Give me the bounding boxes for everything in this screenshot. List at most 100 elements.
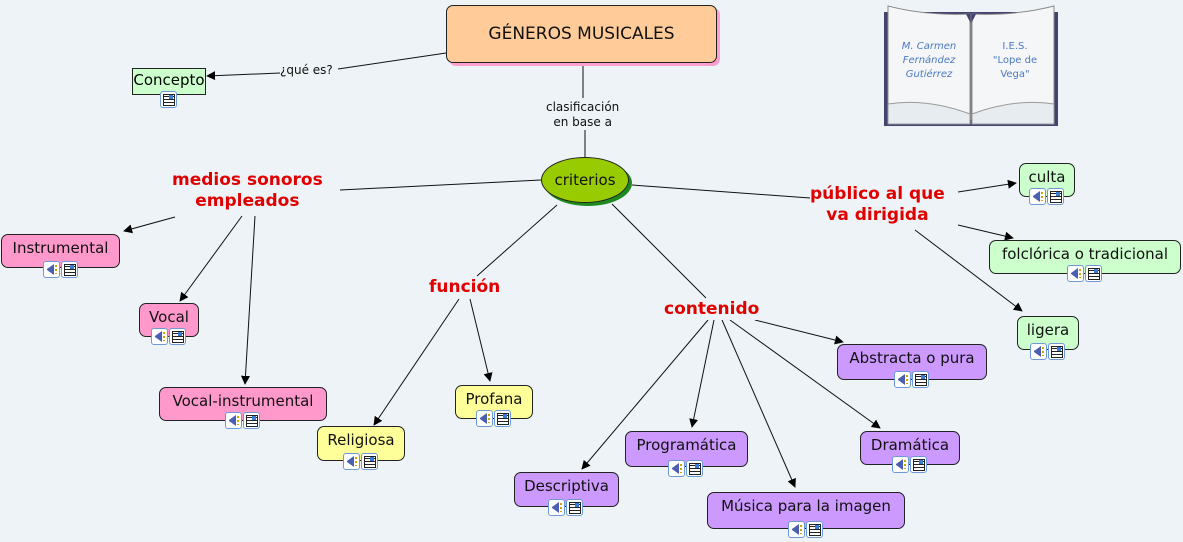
- document-icon[interactable]: [1047, 188, 1064, 205]
- speaker-icon[interactable]: [1029, 188, 1046, 205]
- document-icon[interactable]: [61, 261, 78, 278]
- node-religiosa[interactable]: Religiosa: [317, 426, 405, 461]
- speaker-icon[interactable]: [225, 412, 242, 429]
- category-publico[interactable]: público al que va dirigida: [810, 184, 945, 226]
- document-icon[interactable]: [169, 328, 186, 345]
- criteria-label: criterios: [554, 171, 616, 189]
- document-icon[interactable]: [243, 412, 260, 429]
- node-label: Vocal-instrumental: [172, 392, 314, 410]
- node-label: folclórica o tradicional: [1001, 245, 1169, 263]
- node-label: Abstracta o pura: [849, 349, 975, 367]
- link-contenido-descriptiva: [581, 319, 709, 470]
- link-criterios-publico: [631, 184, 811, 199]
- link-label-que-es: ¿qué es?: [280, 63, 333, 78]
- node-icons: [668, 460, 703, 477]
- criteria-node[interactable]: criterios: [541, 157, 629, 203]
- node-dramatica[interactable]: Dramática: [860, 431, 960, 465]
- speaker-icon[interactable]: [343, 453, 360, 470]
- book-author-line: Fernández: [902, 55, 956, 66]
- book-author-line: M. Carmen: [901, 41, 957, 52]
- link-funcion-profana: [469, 298, 493, 382]
- link-medios-vocal-instrumental: [240, 215, 256, 385]
- document-icon[interactable]: [912, 371, 929, 388]
- speaker-icon[interactable]: [668, 460, 685, 477]
- document-icon[interactable]: [494, 410, 511, 427]
- node-programatica[interactable]: Programática: [625, 431, 748, 467]
- node-icons: [1067, 265, 1102, 282]
- category-label-line: medios sonoros: [172, 170, 323, 190]
- node-instrumental[interactable]: Instrumental: [1, 234, 120, 268]
- speaker-icon[interactable]: [892, 456, 909, 473]
- speaker-icon[interactable]: [476, 410, 493, 427]
- link-publico-culta: [957, 179, 1017, 193]
- node-label: Programática: [636, 436, 737, 454]
- node-label: ligera: [1026, 321, 1070, 339]
- category-label-line: función: [429, 277, 501, 297]
- link-contenido-dramatica: [729, 319, 881, 429]
- link-label-line: clasificación: [546, 100, 620, 114]
- concept-label: Concepto: [133, 71, 205, 89]
- link-label-clasificacion: clasificación en base a: [546, 100, 620, 130]
- node-icons: [1029, 188, 1064, 205]
- node-icons: [548, 499, 583, 516]
- concept-icons: [160, 91, 177, 108]
- link-publico-folclorica: [957, 224, 1014, 241]
- concept-node[interactable]: Concepto: [132, 68, 206, 95]
- node-label: culta: [1028, 168, 1066, 186]
- speaker-icon[interactable]: [43, 261, 60, 278]
- title-node[interactable]: GÉNEROS MUSICALES: [446, 5, 717, 63]
- book-school-line: Vega": [1000, 69, 1030, 80]
- category-label-line: público al que: [810, 184, 945, 204]
- link-contenido-musica-imagen: [721, 319, 796, 488]
- node-icons: [894, 371, 929, 388]
- document-icon[interactable]: [806, 521, 823, 538]
- node-icons: [892, 456, 927, 473]
- node-label: Religiosa: [327, 431, 395, 449]
- node-label: Vocal: [149, 308, 189, 326]
- book-author-line: Gutiérrez: [905, 69, 953, 80]
- speaker-icon[interactable]: [1030, 343, 1047, 360]
- document-icon[interactable]: [1085, 265, 1102, 282]
- book-school-line: "Lope de: [992, 55, 1038, 66]
- book-school-line: I.E.S.: [1002, 41, 1028, 52]
- node-icons: [1030, 343, 1065, 360]
- document-icon[interactable]: [566, 499, 583, 516]
- category-contenido[interactable]: contenido: [664, 299, 760, 320]
- document-icon[interactable]: [1048, 343, 1065, 360]
- node-icons: [343, 453, 378, 470]
- link-funcion-religiosa: [373, 298, 460, 426]
- link-publico-ligera: [914, 229, 1023, 312]
- link-title-que-es: [337, 52, 447, 70]
- link-contenido-abstracta: [754, 319, 844, 345]
- link-criterios-contenido: [611, 203, 707, 299]
- document-icon[interactable]: [910, 456, 927, 473]
- document-icon[interactable]: [361, 453, 378, 470]
- document-icon[interactable]: [160, 91, 177, 108]
- node-ligera[interactable]: ligera: [1017, 316, 1079, 350]
- node-icons: [788, 521, 823, 538]
- category-label-line: empleados: [195, 191, 300, 211]
- node-label: Descriptiva: [524, 477, 609, 495]
- category-funcion[interactable]: función: [429, 277, 501, 298]
- speaker-icon[interactable]: [1067, 265, 1084, 282]
- category-medios-sonoros[interactable]: medios sonoros empleados: [172, 170, 323, 212]
- open-book-icon: [884, 5, 1058, 126]
- node-label: Dramática: [870, 436, 950, 454]
- speaker-icon[interactable]: [894, 371, 911, 388]
- speaker-icon[interactable]: [151, 328, 168, 345]
- speaker-icon[interactable]: [788, 521, 805, 538]
- node-icons: [225, 412, 260, 429]
- node-label: Instrumental: [12, 239, 109, 257]
- document-icon[interactable]: [686, 460, 703, 477]
- node-icons: [476, 410, 511, 427]
- speaker-icon[interactable]: [548, 499, 565, 516]
- node-label: Música para la imagen: [721, 497, 891, 515]
- category-label-line: contenido: [664, 299, 760, 319]
- book-school: I.E.S. "Lope de Vega": [978, 40, 1052, 82]
- link-medios-vocal: [179, 215, 243, 302]
- link-contenido-programatica: [689, 319, 715, 428]
- category-label-line: va dirigida: [826, 205, 929, 225]
- title-text: GÉNEROS MUSICALES: [488, 24, 675, 44]
- link-criterios-medios: [339, 179, 542, 191]
